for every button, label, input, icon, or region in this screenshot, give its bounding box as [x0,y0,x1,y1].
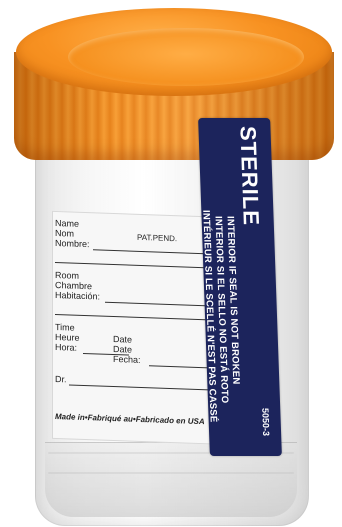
product-code: 5050-3 [260,408,272,437]
label-time-es: Hora: [55,341,78,353]
label-name-fr: Nom [55,227,75,239]
label-room-es: Habitación: [55,289,101,302]
room-line-2 [55,313,223,321]
label-date-es: Fecha: [113,353,141,365]
made-in-usa: Made in•Fabriqué au•Fabricado en USA [55,411,205,427]
label-time-en: Time [55,321,75,333]
sterile-title: STERILE [235,126,264,226]
doctor-line [69,384,223,391]
sterile-seal-strip: STERILE INTERIOR IF SEAL IS NOT BROKEN I… [198,118,282,456]
patent-pending: PAT.PEND. [137,232,178,244]
label-date-fr: Date [113,343,133,355]
name-line-2 [55,261,223,269]
lid-top-face [68,28,304,86]
label-name-es: Nombre: [55,237,90,250]
label-date-en: Date [113,333,133,345]
label-doctor: Dr. [55,373,67,385]
orange-lid [16,8,332,96]
